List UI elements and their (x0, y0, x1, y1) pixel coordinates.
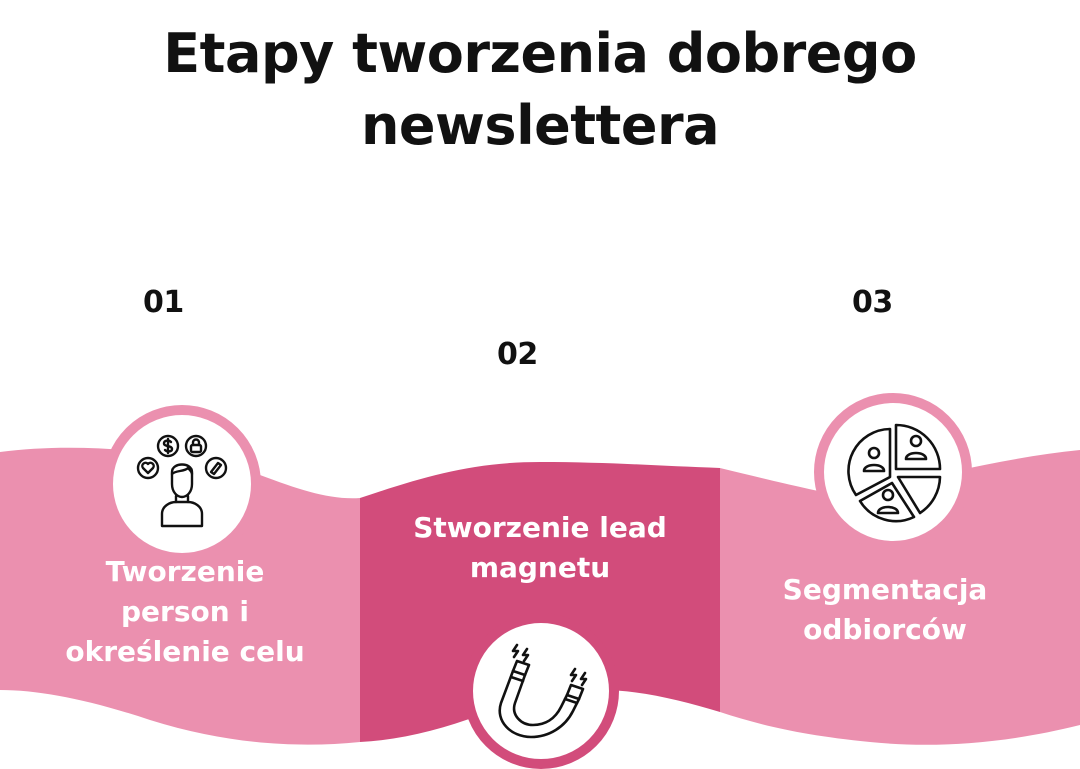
wave-panel-1 (0, 447, 360, 745)
icon-circle-2 (463, 613, 619, 769)
step-number-1: 01 (143, 285, 184, 320)
title-line-2: newslettera (360, 94, 720, 157)
wave-panel-2 (360, 462, 720, 742)
step-2-line-1: Stworzenie lead (413, 511, 667, 544)
audience-segment-pie-icon (847, 423, 942, 523)
persona-icon (136, 434, 228, 528)
step-number-3: 03 (852, 285, 893, 320)
step-3-line-1: Segmentacja (782, 573, 988, 606)
page-title: Etapy tworzenia dobrego newslettera (0, 18, 1080, 162)
icon-circle-1 (103, 405, 261, 563)
step-label-2: Stworzenie lead magnetu (375, 508, 705, 588)
step-label-1: Tworzenie person i określenie celu (60, 552, 310, 672)
step-number-2: 02 (497, 337, 538, 372)
step-label-3: Segmentacja odbiorców (755, 570, 1015, 650)
title-line-1: Etapy tworzenia dobrego (163, 22, 917, 85)
step-1-line-1: Tworzenie (105, 555, 265, 588)
magnet-icon (498, 643, 588, 739)
step-2-line-2: magnetu (469, 551, 611, 584)
wave-panel-3 (720, 450, 1080, 745)
step-1-line-3: określenie celu (65, 635, 305, 668)
icon-circle-3 (814, 393, 972, 551)
step-3-line-2: odbiorców (803, 613, 967, 646)
step-1-line-2: person i (120, 595, 250, 628)
